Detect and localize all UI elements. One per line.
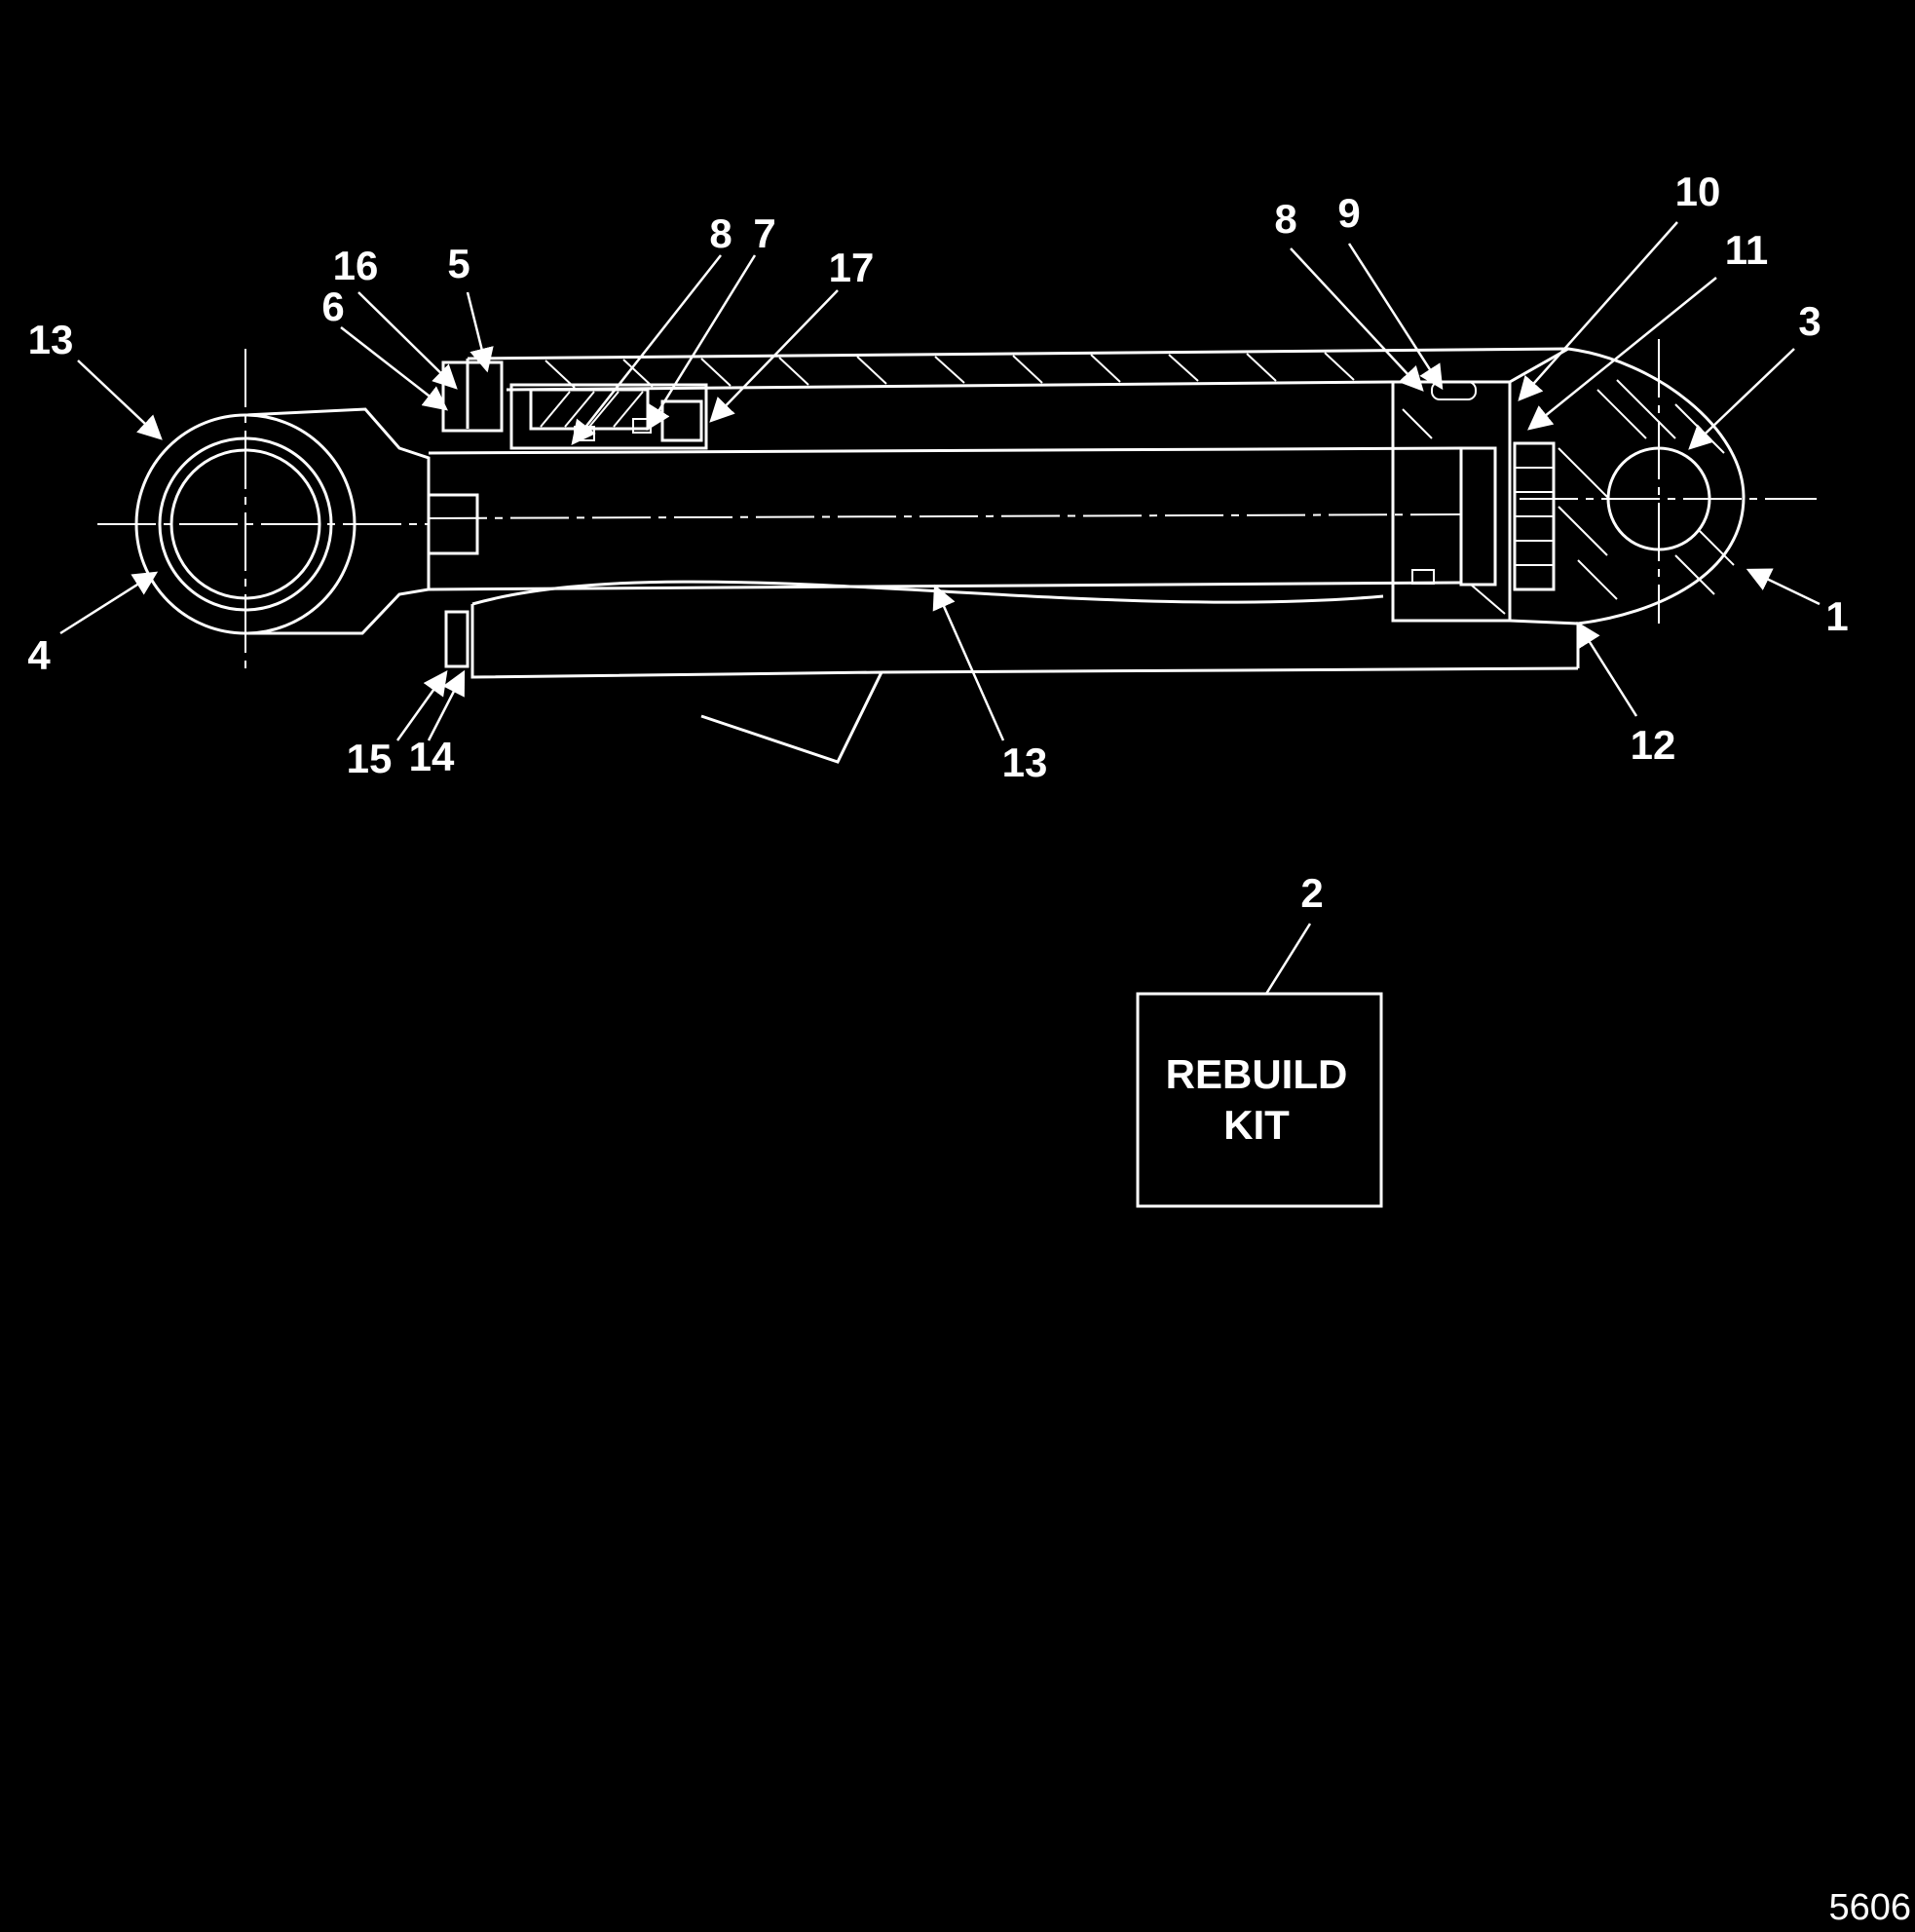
cylinder-drawing (97, 339, 1817, 764)
callout-6: 6 (321, 284, 344, 329)
grease-fitting (444, 610, 469, 668)
piston-rod (428, 446, 1462, 591)
callout-16: 16 (333, 243, 379, 288)
callout-9: 9 (1337, 190, 1360, 236)
callout-13-left: 13 (28, 317, 74, 362)
callout-3: 3 (1798, 298, 1821, 344)
callout-13-rod: 13 (1002, 739, 1048, 785)
rod-end-eye (97, 349, 431, 672)
barrel-hatching (544, 352, 1355, 389)
callout-5: 5 (447, 241, 469, 286)
piston (1391, 380, 1512, 623)
rebuild-kit-line2: KIT (1223, 1102, 1290, 1148)
callout-1: 1 (1825, 593, 1848, 639)
callout-8-right: 8 (1274, 196, 1296, 242)
callout-17: 17 (829, 245, 875, 290)
cylinder-barrel (466, 347, 1579, 764)
callout-7: 7 (753, 210, 775, 256)
callout-15: 15 (347, 736, 393, 781)
rebuild-kit-line1: REBUILD (1166, 1051, 1348, 1097)
callout-2: 2 (1300, 870, 1323, 916)
rebuild-kit-box: REBUILD KIT (1136, 992, 1383, 1208)
rod-nut (427, 493, 479, 555)
callout-10: 10 (1675, 169, 1721, 214)
piston-nut (1513, 441, 1556, 591)
base-end-cap (1509, 339, 1817, 668)
callout-12: 12 (1631, 722, 1676, 768)
leader-lines (59, 221, 1821, 995)
callout-8-left: 8 (709, 210, 732, 256)
callout-4: 4 (27, 632, 51, 678)
callout-11: 11 (1725, 227, 1768, 273)
rod-gland (441, 360, 708, 450)
callout-14: 14 (409, 734, 455, 779)
callout-labels: 1 2 3 4 5 6 7 8 8 9 10 11 12 13 13 14 15… (27, 169, 1848, 916)
figure-number: 5606 (1828, 1887, 1911, 1928)
